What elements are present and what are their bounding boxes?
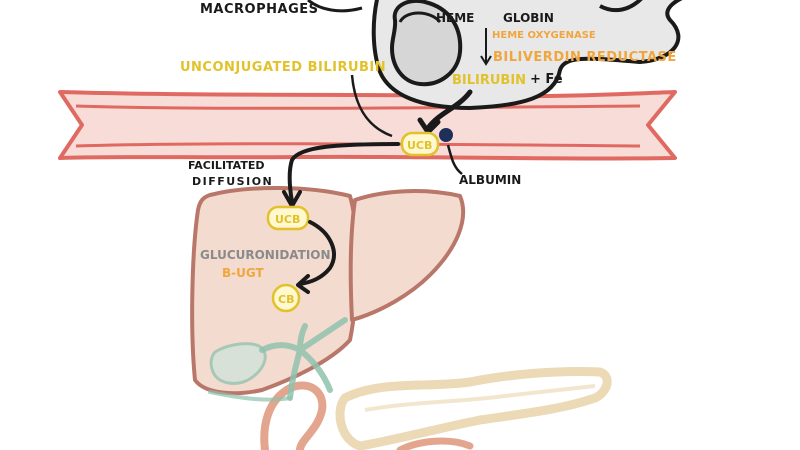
ucb-liver-box <box>266 205 310 231</box>
blood-vessel <box>58 90 677 161</box>
liver-left-lobe <box>348 189 466 322</box>
macrophage-right-wave <box>599 0 643 13</box>
bilirubin-to-ucb-arrow <box>425 89 473 131</box>
diffusion-arrow <box>287 142 400 204</box>
label-plus-fe: + Fe <box>530 72 563 87</box>
label-albumin: ALBUMIN <box>459 173 521 187</box>
gallbladder <box>209 342 267 385</box>
label-ucb-liver: UCB <box>275 213 300 226</box>
glucuronidation-arrow-head <box>296 274 310 294</box>
heme-arrow-head <box>480 55 492 66</box>
label-heme: HEME <box>436 11 474 25</box>
albumin-pointer <box>446 144 463 175</box>
glucuronidation-arrow <box>298 220 336 286</box>
label-unconjugated-bilirubin: UNCONJUGATED BILIRUBIN <box>180 60 386 75</box>
macrophage-nucleus-inner <box>398 11 442 24</box>
common-bile-duct <box>259 317 348 401</box>
hepatic-ducts <box>208 390 292 402</box>
label-cb: CB <box>278 293 294 306</box>
label-globin: GLOBIN <box>503 11 554 25</box>
albumin-dot <box>439 128 453 142</box>
pancreas <box>335 366 612 450</box>
label-heme-oxygenase: HEME OXYGENASE <box>492 30 596 41</box>
label-ucb-blood: UCB <box>407 139 432 152</box>
label-facilitated: FACILITATED <box>188 159 265 172</box>
ucb-blood-box <box>400 131 440 157</box>
duodenum <box>260 381 327 450</box>
cb-circle <box>271 283 301 313</box>
macrophage-nucleus <box>389 0 463 87</box>
label-macrophages: MACROPHAGES <box>200 2 318 17</box>
macrophage-pointer <box>307 0 363 13</box>
duodenum-lower <box>396 437 474 450</box>
label-glucuronidation: GLUCURONIDATION <box>200 248 331 262</box>
unconjugated-pointer <box>350 74 393 138</box>
label-diffusion: DIFFUSION <box>192 175 273 188</box>
label-biliverdin-reductase: BILIVERDIN REDUCTASE <box>493 50 677 65</box>
vessel-inner-bottom <box>75 142 641 148</box>
vessel-inner-top <box>75 104 641 110</box>
pancreas-inner <box>364 384 596 412</box>
label-b-ugt: B-UGT <box>222 266 265 280</box>
label-bilirubin: BILIRUBIN <box>452 73 526 88</box>
